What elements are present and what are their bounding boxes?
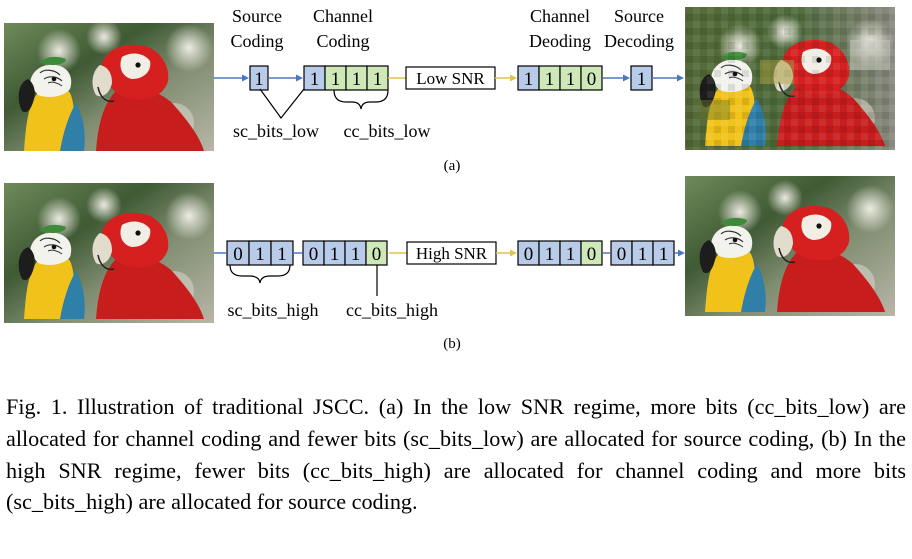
bit-value: 1 <box>373 69 383 90</box>
bit-value: 0 <box>309 244 319 265</box>
jscc-diagram: Source Coding Channel Coding Channel Deo… <box>4 6 895 352</box>
bit-value: 0 <box>587 244 597 265</box>
label-channel-decoding-1: Channel <box>530 6 590 26</box>
bit-value: 1 <box>566 244 576 265</box>
bit-value: 1 <box>310 69 320 90</box>
sc-bits-low-label: sc_bits_low <box>233 121 319 141</box>
bit-cell <box>652 240 675 266</box>
cc-bits-low-brace <box>333 89 389 110</box>
bit-value: 1 <box>255 244 265 265</box>
subfigure-b-label: (b) <box>443 336 461 352</box>
arrow-a5 <box>652 74 684 82</box>
label-channel-coding-1: Channel <box>313 6 373 26</box>
label-channel-decoding-2: Deoding <box>529 31 591 51</box>
bit-value: 0 <box>524 244 534 265</box>
bit-value: 1 <box>352 69 362 90</box>
image-reconstructed-low <box>685 7 895 150</box>
bit-value: 1 <box>330 244 340 265</box>
bits-low-decoded: 1 <box>630 65 653 91</box>
bit-value: 1 <box>254 69 264 90</box>
bit-value: 1 <box>659 244 669 265</box>
image-reconstructed-high <box>685 176 895 316</box>
bit-cell <box>249 65 269 91</box>
arrow-a4 <box>603 74 630 82</box>
bit-value: 0 <box>372 244 382 265</box>
bit-value: 0 <box>617 244 627 265</box>
arrow-b5 <box>675 249 685 257</box>
bit-value: 1 <box>545 69 555 90</box>
bit-value: 1 <box>331 69 341 90</box>
bit-value: 0 <box>587 69 597 90</box>
bit-value: 1 <box>566 69 576 90</box>
low-snr-label: Low SNR <box>416 69 485 88</box>
bit-value: 1 <box>277 244 287 265</box>
cc-bits-high-label: cc_bits_high <box>346 300 438 320</box>
sc-bits-low-pointer <box>259 88 305 119</box>
cc-bits-low-label: cc_bits_low <box>344 121 431 141</box>
arrow-a2 <box>269 74 303 82</box>
label-source-coding-2: Coding <box>230 31 283 51</box>
bits-low-source: 1 <box>249 65 269 91</box>
figure-caption: Fig. 1. Illustration of traditional JSCC… <box>6 394 906 515</box>
bit-value: 1 <box>545 244 555 265</box>
bit-cell <box>580 240 603 266</box>
label-source-decoding-1: Source <box>614 6 664 26</box>
image-original-b <box>4 183 214 323</box>
label-channel-coding-2: Coding <box>316 31 369 51</box>
arrow-a1 <box>214 74 249 82</box>
bit-value: 1 <box>637 69 647 90</box>
subfigure-a-label: (a) <box>444 158 461 174</box>
sc-bits-high-brace <box>229 264 291 284</box>
high-snr-label: High SNR <box>416 244 488 263</box>
bit-value: 1 <box>524 69 534 90</box>
bit-value: 0 <box>233 244 243 265</box>
bit-cell <box>580 65 603 91</box>
label-source-coding-1: Source <box>232 6 282 26</box>
arrow-a3-head <box>510 74 517 82</box>
arrow-b3-head <box>510 249 517 257</box>
sc-bits-high-label: sc_bits_high <box>227 300 318 320</box>
bit-value: 1 <box>351 244 361 265</box>
label-source-decoding-2: Decoding <box>604 31 674 51</box>
bit-value: 1 <box>638 244 648 265</box>
image-original-a <box>4 23 214 151</box>
